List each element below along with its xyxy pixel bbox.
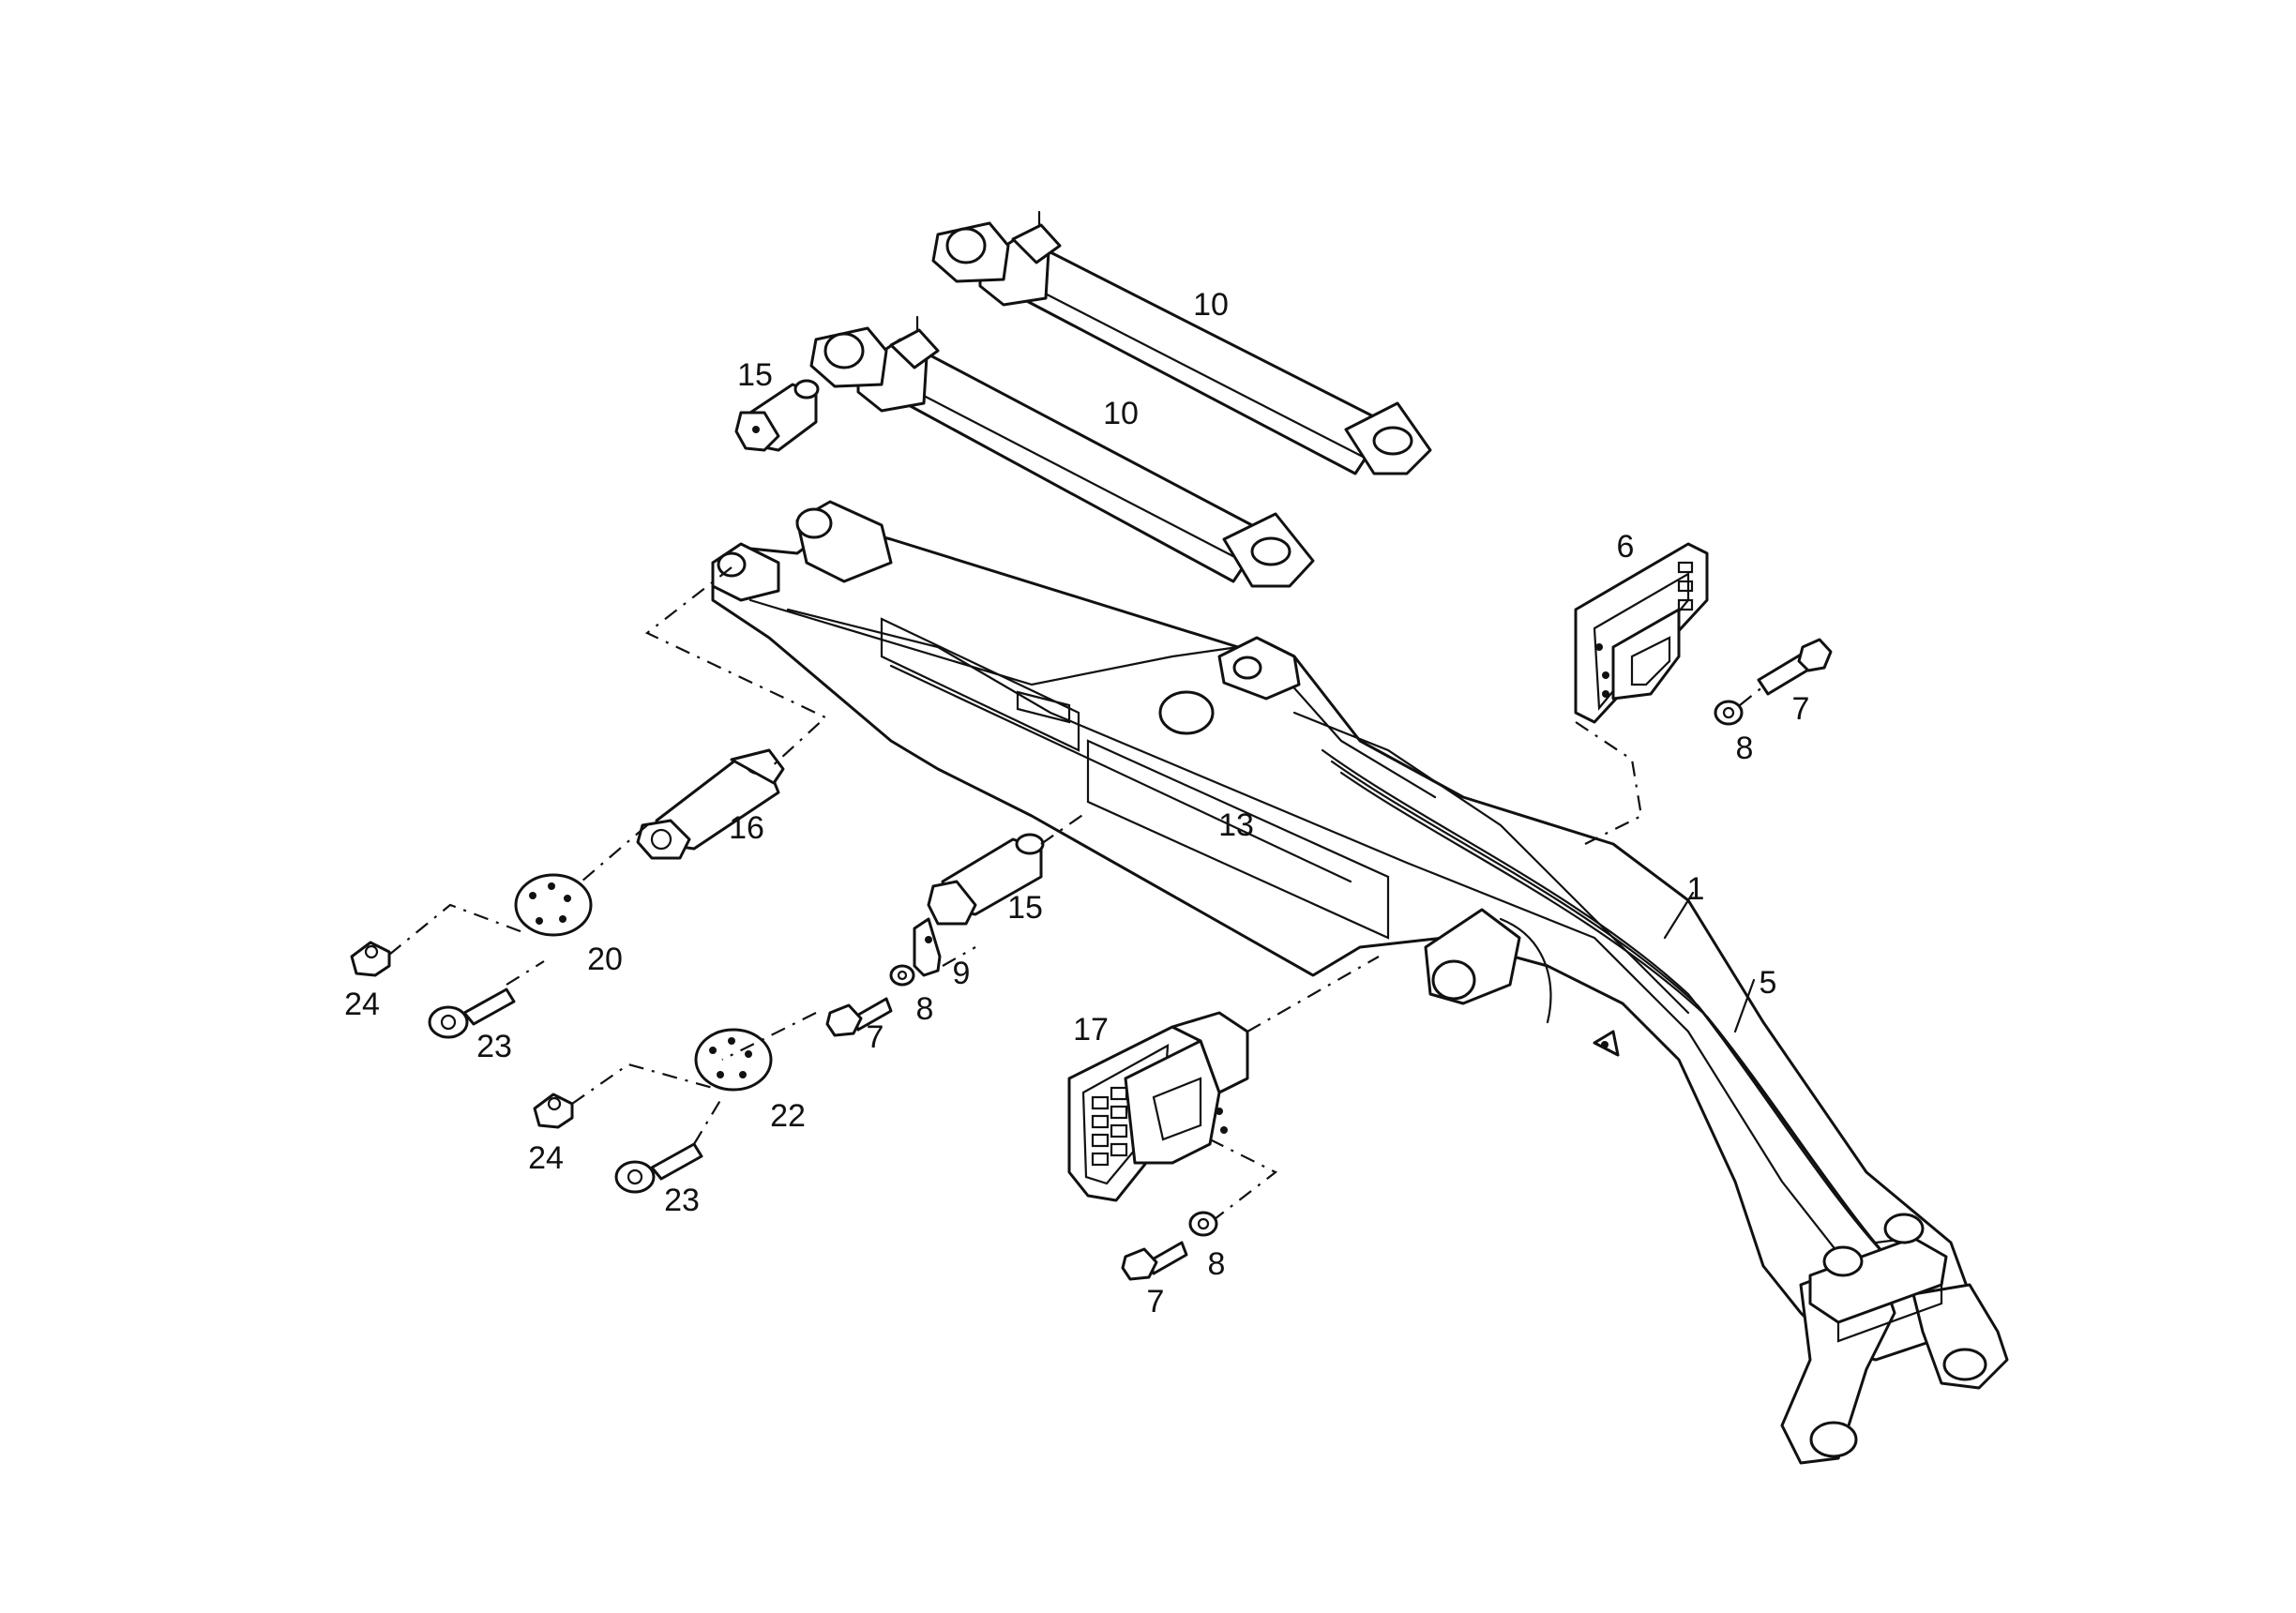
bolt-7-mid: [825, 997, 893, 1037]
cap-screw-23a: [428, 987, 516, 1039]
callout-24-upper: 24: [344, 987, 380, 1022]
callout-10-upper: 10: [1193, 287, 1229, 323]
callout-13: 13: [1218, 807, 1254, 843]
lock-plate-9: [913, 917, 942, 977]
pin-15-upper: [734, 379, 820, 452]
hydraulic-cylinder-lower: [809, 315, 1315, 588]
callout-6: 6: [1617, 529, 1635, 565]
callout-labels: 1 5 6 7 7 7 8 8 8 9 10 10 13 15 15 16 17…: [344, 287, 1809, 1319]
callout-9: 9: [953, 956, 971, 991]
callout-15-lower: 15: [1007, 890, 1043, 926]
callout-8-mid: 8: [916, 991, 934, 1027]
callout-17: 17: [1073, 1012, 1109, 1048]
grease-fitting-24a: [350, 941, 391, 977]
leader-lines: [1663, 891, 1756, 1033]
callout-22: 22: [770, 1098, 806, 1134]
callout-7-mid: 7: [867, 1019, 884, 1055]
callout-7-right: 7: [1792, 691, 1810, 727]
washer-8-mid: [889, 964, 915, 987]
callout-23-upper: 23: [476, 1029, 512, 1064]
footstep-left: [1067, 1011, 1249, 1202]
callout-10-lower: 10: [1103, 396, 1139, 431]
bolt-7-lower: [1121, 1241, 1188, 1281]
plate-20: [514, 873, 593, 937]
footstep-right: [1574, 542, 1709, 724]
callout-5: 5: [1760, 965, 1777, 1001]
main-boom: [711, 500, 2009, 1465]
callout-8-right: 8: [1736, 731, 1754, 766]
pin-15-lower: [927, 833, 1045, 926]
hydraulic-cylinder-upper: [931, 210, 1432, 475]
assembly-lines: [388, 566, 1764, 1220]
pin-16: [636, 748, 785, 860]
callout-8-lower: 8: [1208, 1246, 1226, 1282]
cap-screw-23b: [614, 1142, 703, 1194]
washer-8-lower: [1188, 1211, 1218, 1237]
callout-7-lower: 7: [1147, 1284, 1165, 1319]
washer-8-right: [1714, 700, 1744, 726]
bolt-7-right: [1757, 638, 1833, 696]
plate-22: [694, 1028, 773, 1092]
callout-1: 1: [1687, 871, 1705, 907]
callout-24-lower: 24: [528, 1140, 564, 1176]
callout-20: 20: [587, 942, 623, 977]
grease-fitting-24b: [533, 1093, 574, 1129]
callout-23-lower: 23: [664, 1183, 700, 1218]
callout-16: 16: [729, 810, 764, 846]
callout-15-upper: 15: [737, 357, 773, 393]
